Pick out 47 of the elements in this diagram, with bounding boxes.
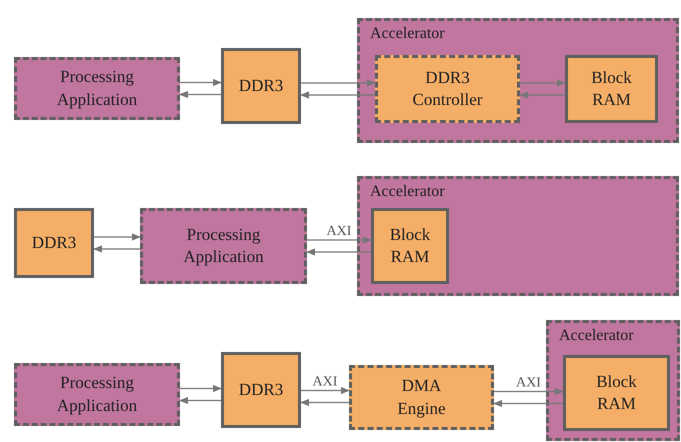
- arrow: [179, 90, 221, 98]
- arrow: [301, 386, 350, 394]
- memory-box: [565, 55, 658, 123]
- process-box: [14, 57, 180, 120]
- arrow: [493, 400, 563, 408]
- box-label: Processing Application: [182, 224, 265, 268]
- container-title: Accelerator: [370, 25, 445, 43]
- box-label: DDR3: [30, 232, 78, 254]
- process-box: [375, 55, 520, 123]
- box-label: DDR3 Controller: [412, 66, 484, 111]
- arrow: [520, 79, 566, 87]
- box-label: Block RAM: [595, 370, 638, 415]
- arrow: [94, 233, 141, 241]
- box-label: DDR3: [238, 74, 284, 97]
- memory-box: [221, 48, 301, 124]
- arrow: [179, 396, 221, 404]
- arrow: [307, 236, 372, 244]
- arrow: [300, 91, 375, 99]
- edge-label: AXI: [312, 374, 338, 390]
- memory-box: [221, 352, 301, 428]
- arrow: [519, 91, 565, 99]
- arrow: [301, 79, 376, 87]
- box-label: DDR3: [238, 378, 284, 401]
- box-label: Block RAM: [388, 224, 432, 268]
- process-box: [14, 363, 180, 426]
- memory-box: [563, 355, 670, 431]
- arrow: [180, 384, 222, 392]
- arrow: [494, 388, 564, 396]
- edge-label: AXI: [326, 224, 352, 239]
- memory-box: [14, 208, 94, 278]
- container-box: [357, 18, 679, 143]
- edge-label: AXI: [516, 376, 541, 390]
- container-box: [357, 176, 679, 296]
- box-label: Block RAM: [590, 66, 633, 111]
- arrow: [306, 248, 371, 256]
- box-label: Processing Application: [56, 372, 138, 417]
- box-label: DMA Engine: [396, 375, 447, 420]
- container-title: Accelerator: [559, 327, 634, 345]
- box-label: Processing Application: [56, 66, 138, 111]
- arrow: [93, 245, 140, 253]
- arrow: [300, 398, 349, 406]
- memory-box: [371, 208, 449, 284]
- arrow: [180, 78, 222, 86]
- process-box: [349, 365, 494, 430]
- container-title: Accelerator: [370, 183, 445, 201]
- process-box: [140, 208, 307, 284]
- container-box: [546, 320, 680, 441]
